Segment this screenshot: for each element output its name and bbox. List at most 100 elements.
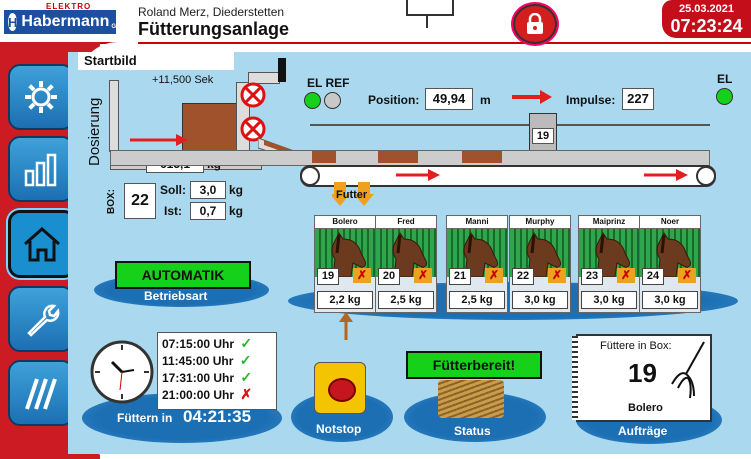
dosierung-label-box: Dosierung [84,88,104,168]
lock-icon [527,13,543,34]
arrow-right-icon [396,169,440,181]
trolley-box: 19 [532,128,554,144]
mode-automatik-button[interactable]: AUTOMATIK [115,261,251,289]
feed-portion-1 [312,151,336,163]
panel-title: Startbild [78,52,234,70]
header-date: 25.03.2021 [678,3,735,15]
bar-chart-icon [24,153,57,187]
stall-weight: 3,0 kg [642,291,698,309]
arrow-up-icon [339,312,353,340]
header-bar: ELEKTRO H Habermann GmbH Roland Merz, Di… [0,0,751,44]
status-badge: Fütterbereit! [406,351,542,379]
direction-arrow [512,89,554,110]
feed-blocked-icon: ✗ [353,268,371,283]
stall-horse-name: Murphy [510,216,570,229]
notstop-label: Notstop [316,422,362,436]
stall-weight-value: 3,0 [524,294,540,306]
status-label[interactable]: Status [454,424,491,438]
brand-suffix: GmbH [111,24,130,30]
header-user: Roland Merz, Diederstetten [138,5,285,19]
dosing-timer: +11,500 Sek [152,74,213,86]
feed-card-box: 19 [628,358,657,388]
stall-horse-name: Noer [640,216,700,229]
stall-weight-unit: kg [479,294,493,306]
stall-weight-unit: kg [347,294,361,306]
stall-weight-value: 2,2 [329,294,345,306]
stall-weight-unit: kg [408,294,422,306]
valve-closed-icon [240,116,266,142]
feed-blocked-icon: ✗ [414,268,432,283]
futter-label: Futter [336,189,368,201]
stall-weight-value: 2,5 [390,294,406,306]
dosing-timer-value: +11,500 [152,74,192,86]
betriebsart-label: Betriebsart [144,289,208,303]
sidebar-item-home[interactable] [8,210,76,278]
feed-time-value: 11:45:00 Uhr [162,354,234,368]
feed-time-row: 11:45:00 Uhr ✓ [162,352,272,369]
hopper-left-wall [109,80,119,152]
stall-box[interactable]: Murphy 22 ✗ 3,0 kg [509,215,571,313]
brand-name: Habermann [21,13,110,30]
lock-button[interactable] [513,4,557,44]
brand-top-text: ELEKTRO [46,2,92,11]
notstop-red-icon [328,378,356,402]
feed-hopper [182,103,242,151]
stall-weight-value: 3,0 [593,294,609,306]
wall-clock-icon [90,340,154,404]
impulse-value: 227 [622,88,654,110]
soll-value: 3,0 [190,181,226,199]
stall-weight-value: 2,5 [461,294,477,306]
feed-blocked-icon: ✗ [678,268,696,283]
stall-weight: 2,2 kg [317,291,373,309]
stall-horse-name: Maiprinz [579,216,639,229]
horse-head-icon [656,232,691,278]
feed-time-row: 07:15:00 Uhr ✓ [162,335,272,352]
dosing-timer-unit: Sek [194,74,214,86]
box-label: BOX: [106,189,117,214]
horse-head-icon [392,232,427,278]
stall-box-number: 20 [378,268,400,285]
datetime-box: 25.03.2021 07:23:24 [662,0,751,38]
position-label: Position: [368,93,420,107]
el-status-light [304,92,321,109]
position-unit: m [480,93,491,107]
stall-up-arrow [336,312,356,347]
el-right-label: EL [717,72,733,86]
fuettern-in-label: Füttern in [117,411,173,425]
stall-box[interactable]: Fred 20 ✗ 2,5 kg [375,215,437,313]
conveyor-roller-right [696,166,716,186]
sidebar-item-service[interactable] [8,286,74,352]
horse-head-icon [331,232,366,278]
gear-icon [25,81,57,113]
home-icon [24,226,60,262]
logo-h-icon: H [8,13,18,31]
spiral-binding-icon [572,336,578,420]
feed-time-row: 17:31:00 Uhr ✓ [162,369,272,386]
feed-blocked-icon: ✗ [548,268,566,283]
valve-closed-2 [240,116,266,147]
stall-horse-name: Fred [376,216,436,229]
feed-order-card[interactable]: Füttere in Box: 19 Bolero [572,334,712,422]
auftraege-label[interactable]: Aufträge [618,424,668,438]
sidebar-item-statistics[interactable] [8,136,74,202]
hopper-motor [278,58,286,82]
stall-weight-unit: kg [542,294,556,306]
cross-icon: ✗ [240,386,253,402]
dosierung-label: Dosierung [86,97,103,166]
feed-time-value: 07:15:00 Uhr [162,337,235,351]
sidebar-item-more[interactable] [8,360,74,426]
notstop-button[interactable] [314,362,366,414]
sidebar-item-settings[interactable] [8,64,74,130]
horse-head-icon [463,232,498,278]
feed-time-value: 17:31:00 Uhr [162,371,235,385]
down-arrows-icon [330,182,374,206]
fuettern-in-value: 04:21:35 [183,407,252,426]
stripes-icon [25,378,57,410]
impulse-label: Impulse: [566,93,616,107]
belt-arrow-2 [644,168,690,186]
stall-box-number: 22 [512,268,534,285]
